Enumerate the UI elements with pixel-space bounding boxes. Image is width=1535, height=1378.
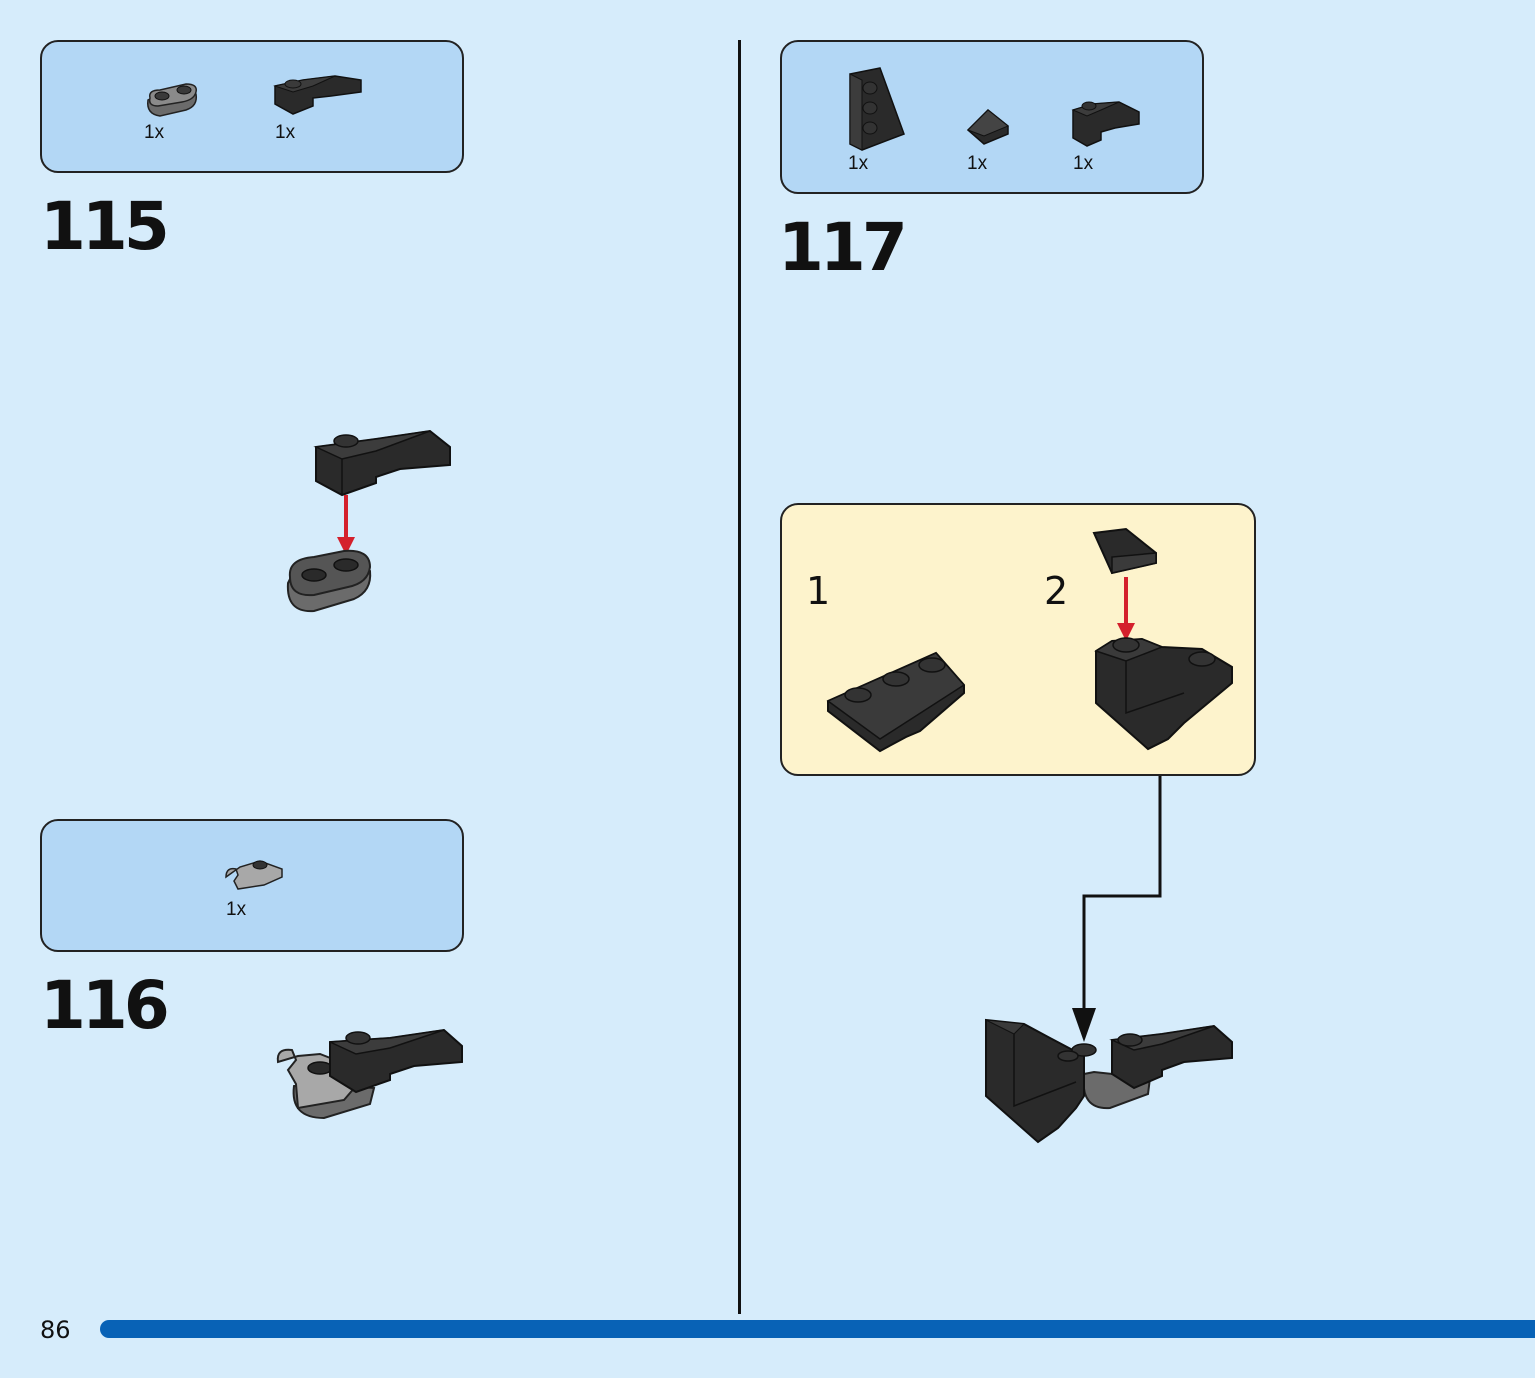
substep-number-2: 2 xyxy=(1044,569,1069,613)
slope-tile-black-icon xyxy=(966,108,1009,145)
curved-slope-black-icon xyxy=(1071,101,1140,147)
part-quantity: 1x xyxy=(226,899,247,920)
round-plate-1x2-dark-gray-icon xyxy=(286,549,372,613)
parts-callout-step-116: 1x xyxy=(40,819,464,952)
step-number-116: 116 xyxy=(40,967,170,1044)
part-quantity: 1x xyxy=(848,153,869,174)
step-number-117: 117 xyxy=(778,209,908,286)
part-quantity: 1x xyxy=(967,153,988,174)
substep-2-assembly-illustration xyxy=(1092,527,1233,751)
part-quantity: 1x xyxy=(144,122,165,143)
subassembly-callout: 1 2 xyxy=(780,503,1256,776)
red-down-arrow-icon xyxy=(337,495,355,555)
curved-slope-black-icon xyxy=(273,75,362,115)
curved-slope-black-icon xyxy=(313,429,451,497)
parts-callout-step-115: 1x 1x xyxy=(40,40,464,173)
round-plate-1x2-dark-gray-icon xyxy=(147,83,198,117)
page-progress-bar xyxy=(100,1320,1535,1338)
step-116-assembly-illustration xyxy=(276,1028,463,1120)
step-115-assembly-illustration xyxy=(286,429,451,613)
part-quantity: 1x xyxy=(1073,153,1094,174)
wedge-plate-black-icon xyxy=(849,67,905,151)
wedge-plate-black-icon xyxy=(826,651,966,753)
page-number: 86 xyxy=(40,1316,71,1344)
part-quantity: 1x xyxy=(275,122,296,143)
step-number-115: 115 xyxy=(40,188,170,265)
subassembly-connector-arrow xyxy=(1072,776,1162,1042)
page-column-divider xyxy=(738,40,741,1314)
clip-plate-light-gray-icon xyxy=(225,860,283,890)
parts-callout-step-117: 1x 1x 1x xyxy=(780,40,1204,194)
substep-number-1: 1 xyxy=(806,569,831,613)
step-117-assembly-illustration xyxy=(985,1018,1233,1144)
